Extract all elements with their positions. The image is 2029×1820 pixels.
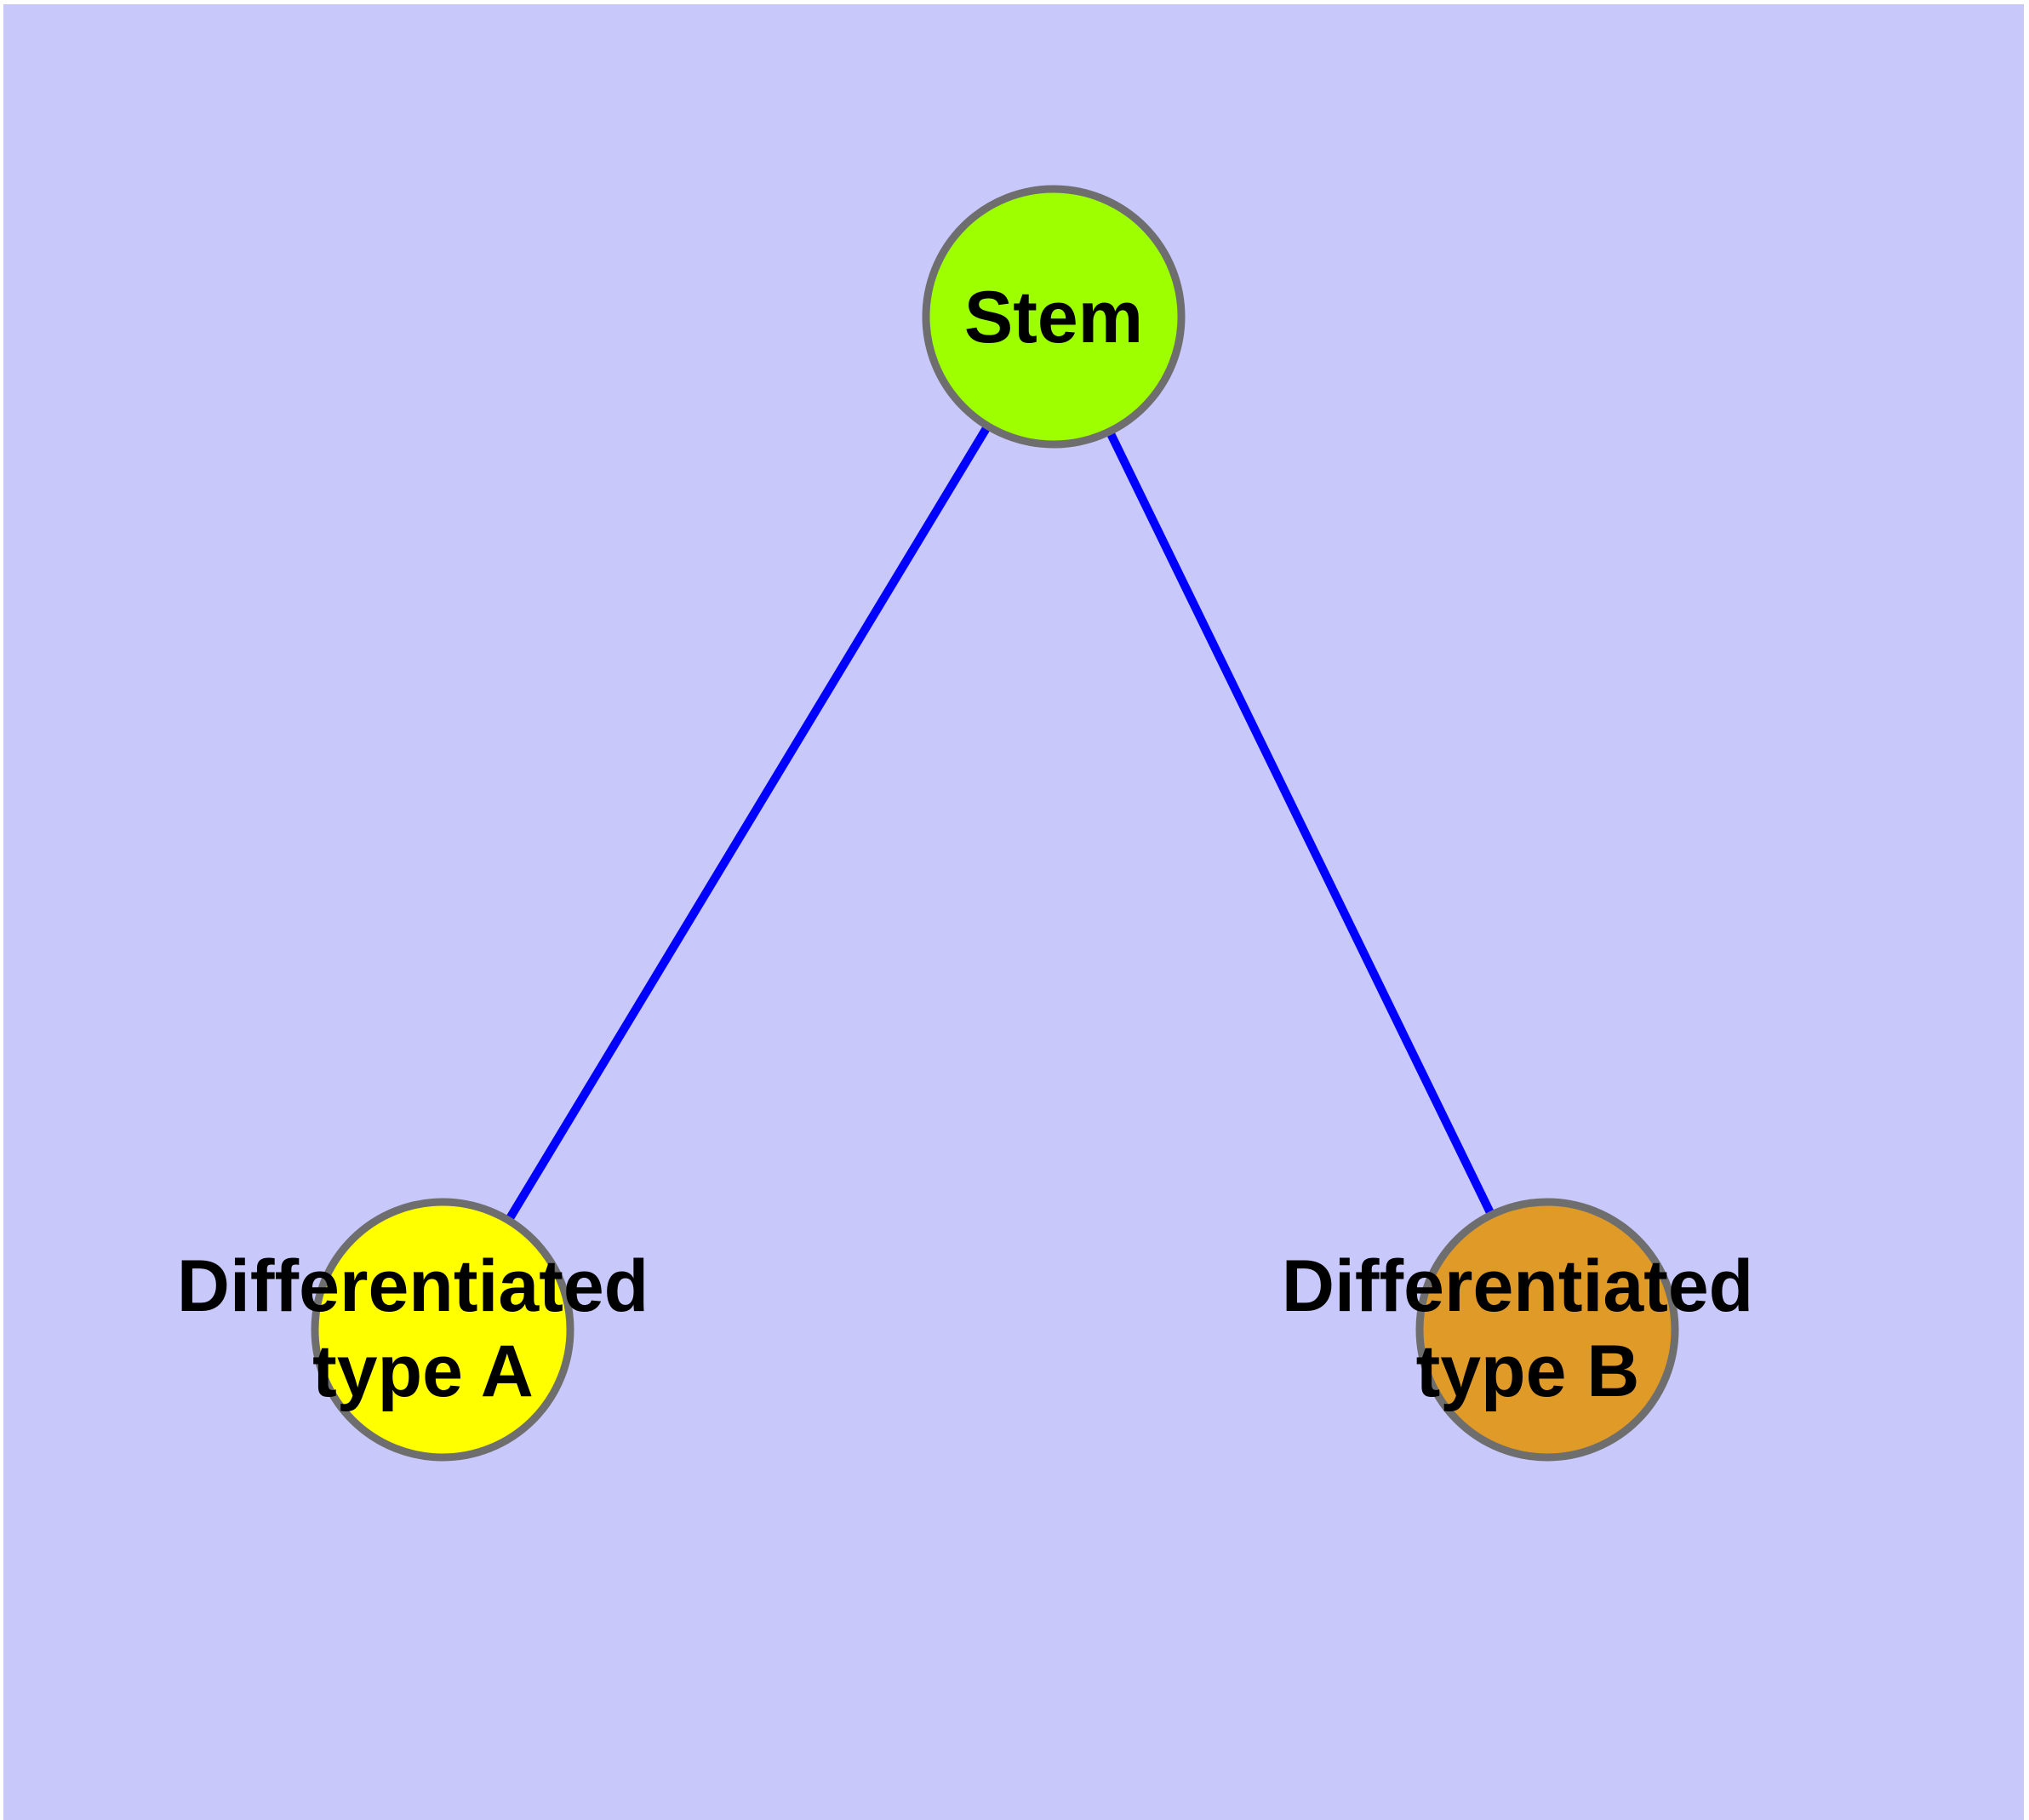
node-label-differentiated-type-b: Differentiated type B bbox=[1282, 1245, 1774, 1412]
node-label-stem: Stem bbox=[964, 277, 1143, 358]
labels-layer: Stem Differentiated type A Differentiate… bbox=[177, 277, 1774, 1412]
edges-layer bbox=[438, 314, 1552, 1332]
node-label-differentiated-type-b-line-2: type B bbox=[1416, 1331, 1640, 1412]
node-label-differentiated-type-a-line-2: type A bbox=[312, 1331, 534, 1412]
node-differentiated-type-b-circle[interactable] bbox=[1415, 1198, 1679, 1462]
node-label-differentiated-type-a: Differentiated type A bbox=[177, 1245, 669, 1412]
node-differentiated-type-a-circle[interactable] bbox=[311, 1198, 574, 1462]
node-label-differentiated-type-b-line-1: Differentiated bbox=[1282, 1245, 1753, 1327]
edge-stem-to-differentiated-type-b[interactable] bbox=[1049, 314, 1552, 1332]
nodes-layer bbox=[311, 185, 1679, 1462]
node-label-stem-line-1: Stem bbox=[964, 277, 1143, 358]
node-stem-circle[interactable] bbox=[922, 185, 1186, 449]
edge-stem-to-differentiated-type-a[interactable] bbox=[438, 314, 1058, 1332]
node-label-differentiated-type-a-line-1: Differentiated bbox=[177, 1245, 649, 1327]
